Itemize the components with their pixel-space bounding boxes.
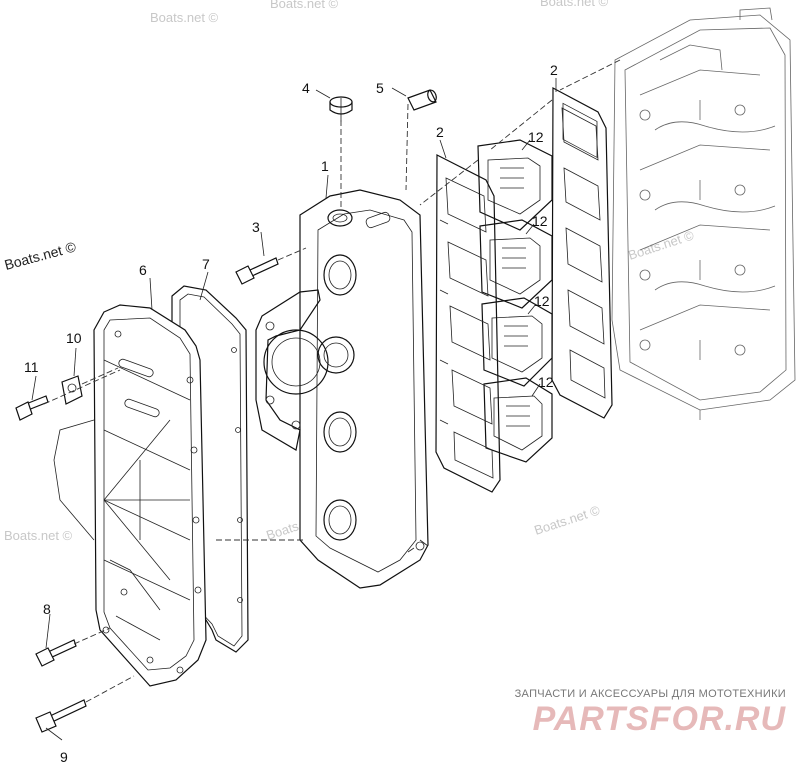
gasket-front bbox=[435, 154, 501, 493]
callout-2-rear: 2 bbox=[550, 62, 558, 78]
watermark-top-center: Boats.net © bbox=[270, 0, 339, 11]
callout-12-a: 12 bbox=[528, 129, 544, 145]
watermark-right: Boats.net © bbox=[532, 502, 602, 537]
callout-1: 1 bbox=[321, 158, 329, 174]
banner-logo[interactable]: PARTSFOR.RU bbox=[532, 700, 786, 738]
leader-lines bbox=[31, 59, 621, 741]
callout-10: 10 bbox=[66, 330, 82, 346]
cylinder-block bbox=[611, 7, 796, 420]
gasket-rear bbox=[551, 87, 613, 419]
callout-12-c: 12 bbox=[534, 293, 550, 309]
callout-6: 6 bbox=[139, 262, 147, 278]
silencer-cover bbox=[53, 304, 207, 687]
banner-tagline: ЗАПЧАСТИ И АКСЕССУАРЫ ДЛЯ МОТОТЕХНИКИ bbox=[514, 688, 786, 700]
callout-12-b: 12 bbox=[532, 213, 548, 229]
callout-3: 3 bbox=[252, 219, 260, 235]
callout-5: 5 bbox=[376, 80, 384, 96]
callout-2-front: 2 bbox=[436, 124, 444, 140]
callout-8: 8 bbox=[43, 601, 51, 617]
callout-9: 9 bbox=[60, 749, 68, 765]
callout-labels: 1 2 2 3 4 5 6 7 8 9 10 11 12 12 12 12 bbox=[24, 62, 558, 765]
watermark-left: Boats.net © bbox=[4, 528, 73, 543]
watermark-mid-right: Boats.net © bbox=[626, 227, 696, 262]
bolt-part-8 bbox=[35, 639, 77, 667]
reed-valve-assemblies bbox=[477, 139, 553, 463]
manifold-flange-gasket bbox=[255, 289, 355, 451]
watermark-main: Boats.net © bbox=[3, 238, 79, 273]
callout-7: 7 bbox=[202, 256, 210, 272]
watermark-top-left: Boats.net © bbox=[150, 10, 219, 25]
intake-manifold bbox=[299, 189, 429, 589]
bolt-part-9 bbox=[35, 699, 87, 733]
watermark-top-right: Boats.net © bbox=[540, 0, 609, 9]
pin-part-5 bbox=[407, 89, 437, 111]
callout-11: 11 bbox=[24, 359, 39, 375]
callout-4: 4 bbox=[302, 80, 310, 96]
bolt-part-3 bbox=[235, 257, 279, 285]
grommet-part-10 bbox=[61, 375, 83, 405]
callout-12-d: 12 bbox=[538, 374, 554, 390]
